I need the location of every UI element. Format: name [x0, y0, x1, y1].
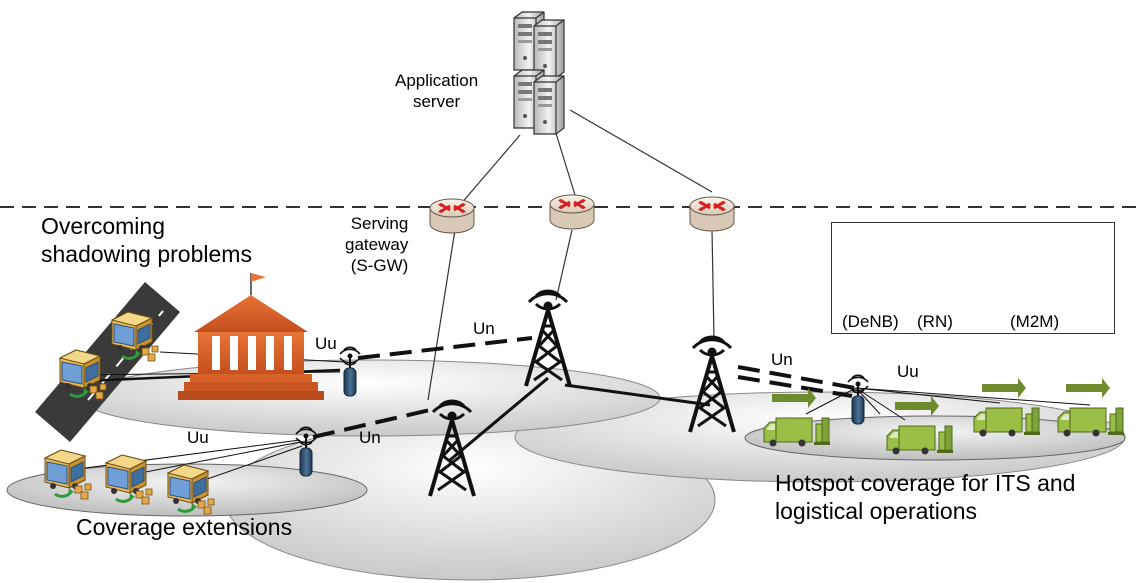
- legend-m2m-label: (M2M): [1010, 312, 1060, 331]
- un-label-top: Un: [473, 319, 495, 338]
- application-server-label: Application server: [395, 71, 479, 111]
- coverage-area-relay-left: [79, 359, 661, 437]
- backhaul-links: [449, 376, 711, 462]
- serving-gateway-label: Serving gateway (S-GW): [345, 214, 409, 275]
- un-links: [312, 336, 856, 439]
- hotspot-coverage-title: Hotspot coverage for ITS and logistical …: [775, 470, 1076, 524]
- core-links: [427, 109, 715, 401]
- uu-label-left: Uu: [315, 334, 337, 353]
- uu-label-right: Uu: [897, 362, 919, 381]
- legend-rn-label: (RN): [917, 312, 953, 331]
- router-icon-sgw-2: [548, 193, 596, 231]
- building-obstacle: [178, 273, 324, 400]
- coverage-extensions-title: Coverage extensions: [76, 514, 293, 540]
- router-icon-sgw-3: [688, 195, 736, 233]
- legend-box: [831, 222, 1115, 334]
- un-label-right: Un: [771, 350, 793, 369]
- server-icon-4: [533, 75, 565, 135]
- truck-4: [1057, 377, 1125, 437]
- uu-label-bottom: Uu: [187, 428, 209, 447]
- un-label-bottom: Un: [359, 428, 381, 447]
- router-icon-sgw-1: [428, 197, 476, 235]
- shadowing-title: Overcoming shadowing problems: [41, 213, 252, 267]
- server-icon-2: [533, 19, 565, 79]
- legend-denb-label: (DeNB): [842, 312, 899, 331]
